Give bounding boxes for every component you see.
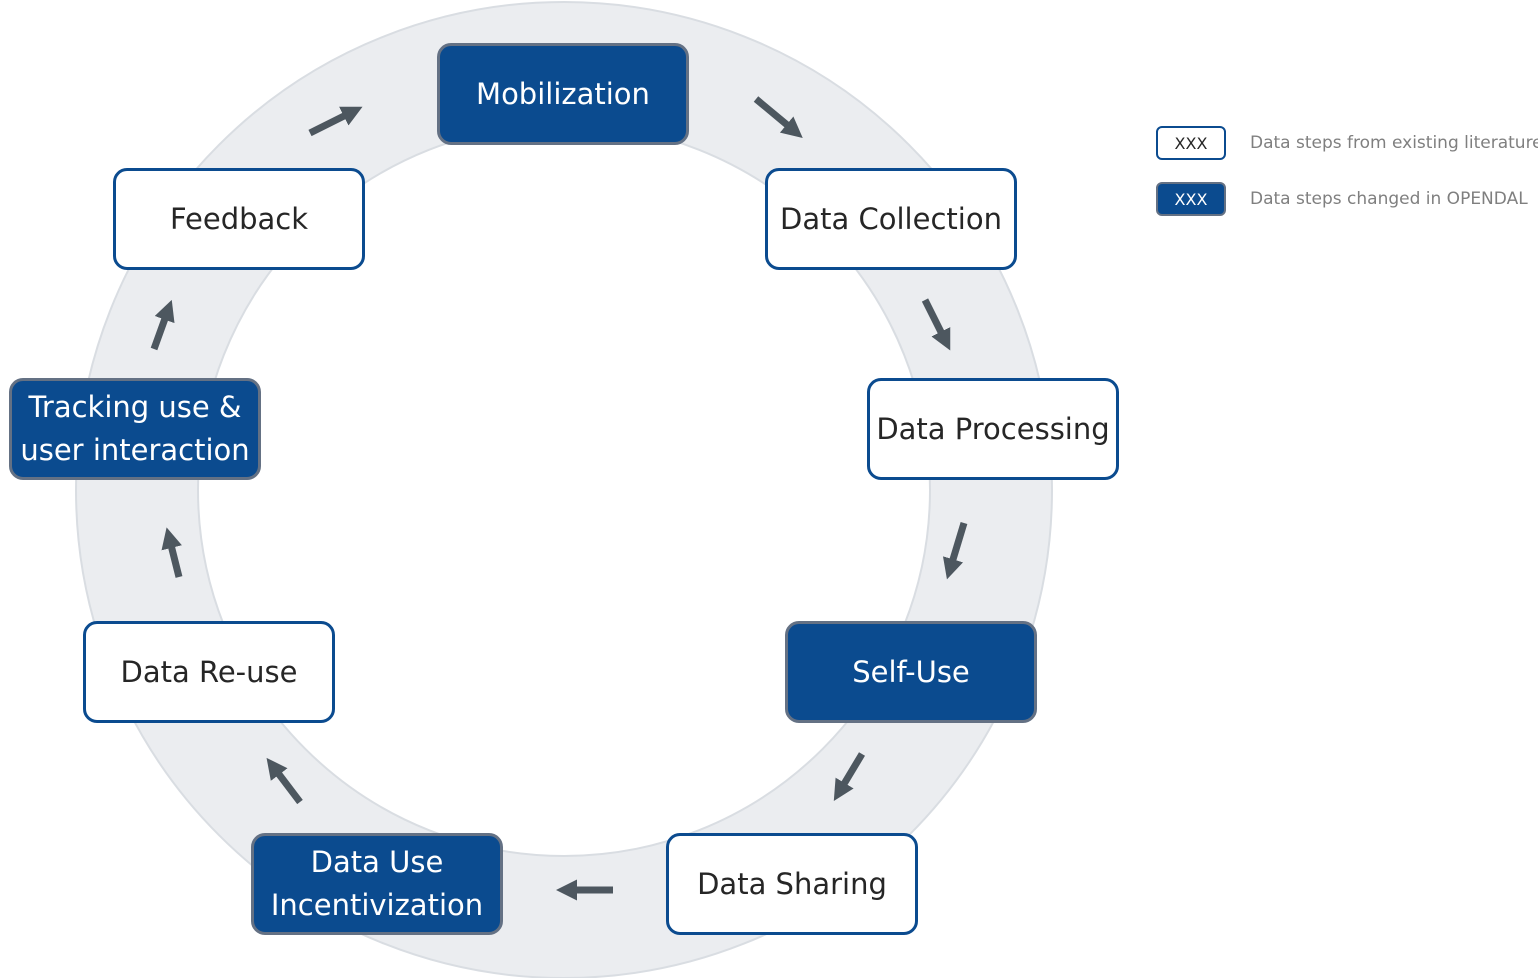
- node-data-processing: Data Processing: [867, 378, 1119, 480]
- arrow-data-collection-to-data-processing: [921, 298, 951, 351]
- arrow-data-processing-to-self-use: [942, 521, 968, 580]
- node-data-sharing: Data Sharing: [666, 833, 918, 935]
- node-tracking-use: Tracking use & user interaction: [9, 378, 261, 480]
- arrow-data-re-use-to-tracking-use: [161, 527, 183, 578]
- legend-swatch-changed-text: XXX: [1174, 189, 1208, 209]
- legend-swatch-existing: XXX: [1156, 126, 1226, 160]
- arrow-data-use-incentivization-to-data-re-use: [266, 757, 303, 805]
- arrow-feedback-to-mobilization: [308, 106, 363, 137]
- node-feedback: Feedback: [113, 168, 365, 270]
- ring-outer-edge: [75, 1, 1053, 978]
- node-data-collection: Data Collection: [765, 168, 1017, 270]
- arrow-tracking-use-to-feedback: [150, 299, 175, 351]
- legend-label-changed: Data steps changed in OPENDAL: [1250, 189, 1528, 209]
- legend-swatch-existing-text: XXX: [1174, 133, 1208, 153]
- node-self-use: Self-Use: [785, 621, 1037, 723]
- legend-label-existing: Data steps from existing literature: [1250, 133, 1538, 153]
- legend-swatch-changed: XXX: [1156, 182, 1226, 216]
- cycle-arrows: [150, 96, 968, 901]
- node-data-re-use: Data Re-use: [83, 621, 335, 723]
- arrow-self-use-to-data-sharing: [833, 752, 866, 802]
- arrow-mobilization-to-data-collection: [753, 96, 803, 138]
- node-mobilization: Mobilization: [437, 43, 689, 145]
- node-data-use-incentivization: Data Use Incentivization: [251, 833, 503, 935]
